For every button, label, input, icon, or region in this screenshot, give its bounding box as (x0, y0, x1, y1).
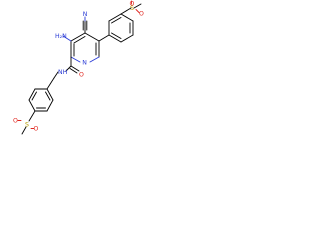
bottom-sulfur-label: S (25, 122, 29, 129)
phenyl-ring-top (98, 13, 134, 43)
bond (65, 65, 72, 72)
top-oxygen-1-label: O (130, 1, 135, 8)
bond (70, 32, 86, 42)
amine-label: H₂N (55, 33, 67, 40)
bond (98, 34, 110, 42)
bond (120, 7, 132, 15)
molecule-drawing: H₂N N N O NH S O O S O O (13, 0, 144, 135)
sulfonyl-group-top (120, 0, 142, 15)
bond (70, 65, 80, 72)
bond (120, 34, 134, 43)
bond (28, 88, 36, 101)
bond (111, 32, 122, 39)
bond (31, 91, 37, 101)
bond (108, 13, 122, 22)
bond (111, 17, 122, 24)
sulfonyl-group-bottom (17, 110, 36, 135)
bond (62, 35, 72, 42)
bond (120, 13, 134, 22)
bond (28, 110, 36, 122)
structure-canvas: H₂N N N O NH S O O S O O (0, 0, 150, 150)
bond (28, 99, 36, 112)
atom-labels: H₂N N N O NH S O O S O O (13, 1, 144, 133)
top-sulfur-label: S (130, 5, 134, 12)
bond (135, 9, 140, 13)
amide-group (53, 56, 80, 79)
nitrile-group (82, 16, 88, 34)
top-oxygen-2-label: O (139, 11, 144, 18)
nitrile-n-label: N (83, 11, 88, 18)
bond (69, 68, 78, 74)
bond (70, 56, 81, 63)
phenyl-ring-bottom (28, 77, 55, 112)
bottom-oxygen-1-label: O (13, 118, 18, 125)
ring-n-label: N (82, 60, 87, 67)
amide-o-label: O (79, 72, 84, 79)
bond (73, 36, 86, 44)
bond (84, 32, 100, 42)
bond (21, 126, 27, 135)
bond (133, 3, 142, 9)
bond (46, 88, 54, 101)
bond (89, 56, 100, 63)
bond (46, 77, 55, 90)
pyridine-ring (70, 32, 100, 63)
bond (53, 71, 59, 79)
bond (46, 99, 54, 112)
bottom-oxygen-2-label: O (34, 126, 39, 133)
bond (45, 91, 51, 101)
bond (108, 34, 122, 43)
amide-nh-label: NH (58, 69, 68, 76)
